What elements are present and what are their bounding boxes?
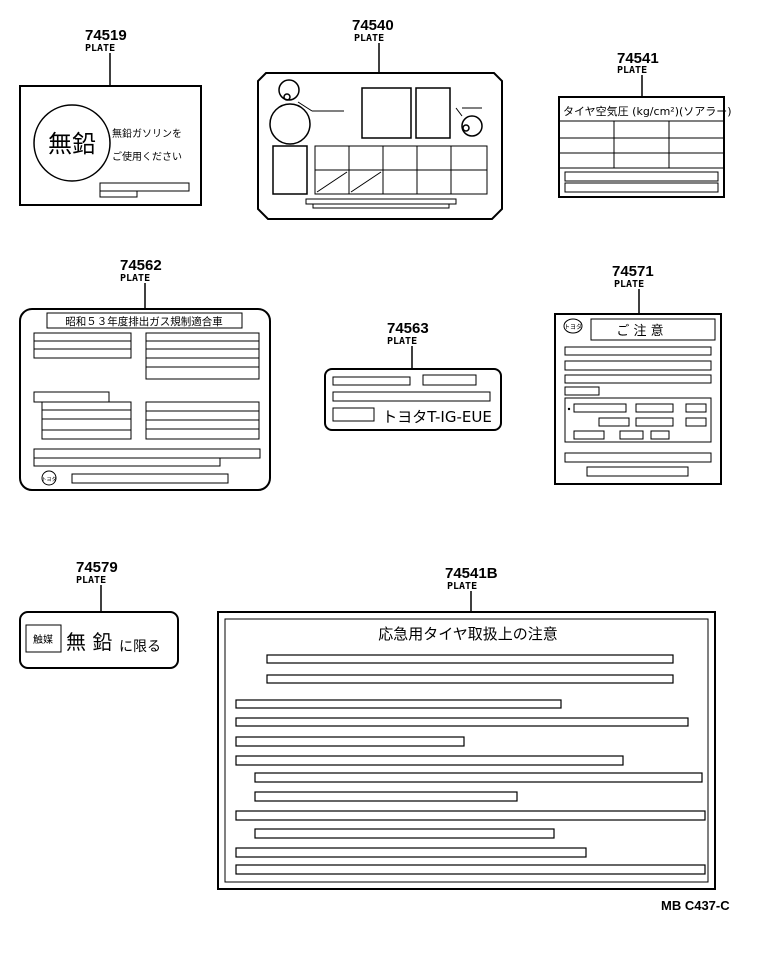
text-bar-group [235,654,706,875]
text-bar [332,376,411,386]
catalyst-badge [25,624,62,653]
notice-line-2: ご使用ください [112,150,182,163]
catalyst-badge-text: 触媒 [33,633,53,646]
text-bar [99,182,190,192]
part-number-74540: 74540 [352,17,394,34]
diagram-dot [462,124,470,132]
plate-label: PLATE [85,43,115,54]
plate-label: PLATE [387,336,417,347]
unleaded-circle [33,104,111,182]
text-bar [312,203,450,209]
text-bar [99,190,138,198]
plate-74541B [217,611,716,890]
diagram-circle [461,115,483,137]
emission-title: 昭和５３年度排出ガス規制適合車 [65,315,223,328]
part-number-74571: 74571 [612,263,654,280]
text-bar-group [564,346,712,477]
notice-line-1: 無鉛ガソリンを [112,127,182,140]
part-74540: 74540 PLATE [257,17,503,220]
plate-label: PLATE [617,65,647,76]
part-number-74519: 74519 [85,27,127,44]
diagram-box [415,87,451,139]
engine-code: トヨタT-IG-EUE [382,408,492,426]
title-box [590,318,716,341]
part-74519: 74519 PLATE 無鉛 無鉛ガソリンを ご使用ください [19,27,202,206]
text-bar [332,407,375,422]
diagram-line [297,101,313,112]
diagram-dot [283,93,291,101]
toyota-logo [563,318,583,334]
spare-tire-caution-title: 応急用タイヤ取扱上の注意 [378,625,558,643]
bullet [567,407,571,411]
plate-74562 [19,308,271,491]
tire-pressure-header: タイヤ空気圧 (kg/cm²)(ソアラー) [563,104,732,118]
part-74541B: 74541B PLATE 応急用タイヤ取扱上の注意 [217,565,716,890]
plate-label: PLATE [447,581,477,592]
part-number-74541B: 74541B [445,565,498,582]
part-74563: 74563 PLATE トヨタT-IG-EUE [324,320,502,431]
unleaded-text: 無 鉛 [66,630,112,654]
part-number-74563: 74563 [387,320,429,337]
plate-74519 [19,85,202,206]
text-bar-group [33,332,261,484]
text-bar [305,198,457,205]
diagram-circle [269,103,311,145]
toyota-logo-text: トヨタ [564,323,582,331]
part-74579: 74579 PLATE 触媒 無 鉛 に限る [19,559,179,669]
part-74541: 74541 PLATE タイヤ空気圧 (kg/cm²)(ソアラー) [558,50,732,198]
plate-74563 [324,368,502,431]
plate-74579 [19,611,179,669]
part-number-74579: 74579 [76,559,118,576]
spec-grid [314,145,488,195]
caution-title: ご 注 意 [616,323,663,339]
pressure-table [559,120,724,169]
part-number-74562: 74562 [120,257,162,274]
part-number-74541: 74541 [617,50,659,67]
plate-74540 [257,72,503,220]
diagram-box [361,87,412,139]
only-text: に限る [119,639,161,655]
drawing-reference: MB C437-C [661,898,730,913]
text-bar [564,171,719,182]
plate-74541 [558,96,725,198]
title-box [46,312,243,329]
part-74562: 74562 PLATE 昭和５３年度排出ガス規制適合車 [19,257,271,491]
plate-label: PLATE [120,273,150,284]
text-bar [422,374,477,386]
diagram-line [455,107,463,117]
plate-label: PLATE [614,279,644,290]
plate-label: PLATE [76,575,106,586]
inner-border [224,618,709,883]
diagram-circle [278,79,300,101]
plate-label: PLATE [354,33,384,44]
text-bar [564,182,719,193]
unleaded-big-text: 無鉛 [48,130,96,158]
diagram-box [272,145,308,195]
toyota-logo [41,470,57,486]
part-74571: 74571 PLATE トヨタ ご 注 意 [554,263,722,485]
plate-74571 [554,313,722,485]
toyota-logo-text: トヨタ [41,476,56,483]
text-bar [332,391,491,402]
